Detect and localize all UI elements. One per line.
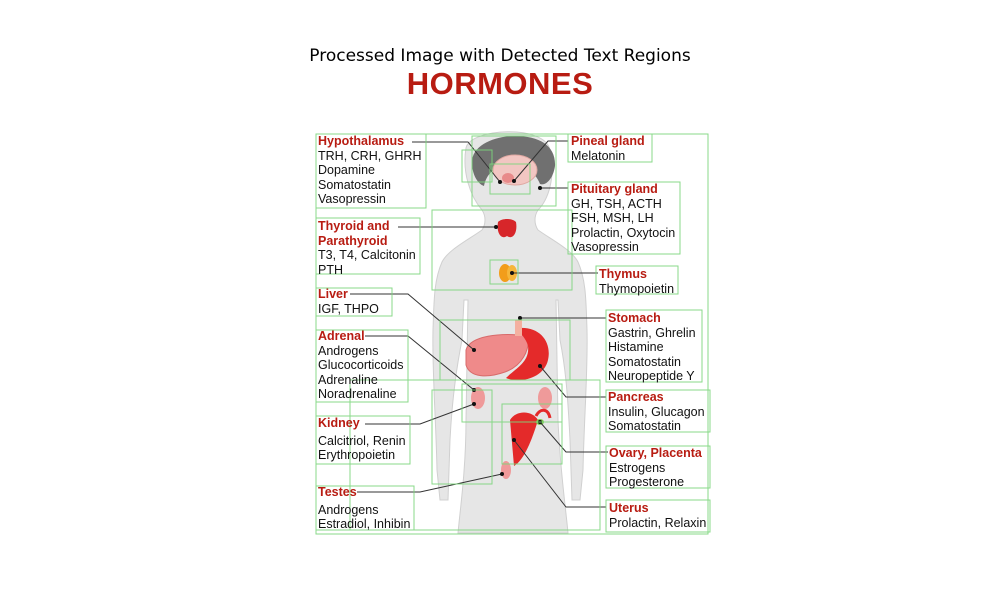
- label-pancreas-item: Insulin, Glucagon: [608, 404, 705, 419]
- label-hypothalamus-item: TRH, CRH, GHRH: [318, 148, 422, 163]
- label-stomach-item: Histamine: [608, 340, 664, 354]
- label-thymus-name: Thymus: [599, 267, 647, 281]
- label-adrenal: Adrenal Androgens Glucocorticoids Adrena…: [318, 329, 403, 402]
- label-uterus-item: Prolactin, Relaxin: [609, 515, 707, 530]
- label-thymus: Thymus Thymopoietin: [599, 267, 674, 296]
- label-stomach: Stomach Gastrin, Ghrelin Histamine Somat…: [608, 311, 696, 384]
- label-thyroid: Thyroid and Parathyroid T3, T4, Calciton…: [318, 219, 416, 277]
- label-adrenal-name: Adrenal: [318, 329, 365, 343]
- label-liver-name: Liver: [318, 287, 348, 301]
- label-pineal-name: Pineal gland: [571, 134, 645, 148]
- label-pancreas: Pancreas Insulin, Glucagon Somatostatin: [608, 390, 705, 434]
- stomach-organ: [506, 320, 549, 381]
- label-thyroid-name: Thyroid and: [318, 219, 390, 233]
- label-adrenal-item: Noradrenaline: [318, 387, 397, 401]
- label-stomach-item: Neuropeptide Y: [608, 369, 695, 383]
- label-testes-name: Testes: [318, 485, 357, 499]
- label-pituitary-item: FSH, MSH, LH: [571, 211, 654, 225]
- label-pituitary-item: Vasopressin: [571, 240, 639, 254]
- label-kidney: Kidney Calcitriol, Renin Erythropoietin: [318, 416, 406, 463]
- label-pancreas-name: Pancreas: [608, 390, 664, 404]
- label-liver-item: IGF, THPO: [318, 301, 379, 316]
- label-hypothalamus-item: Vasopressin: [318, 192, 386, 206]
- label-pituitary-item: Prolactin, Oxytocin: [571, 225, 676, 240]
- label-uterus-name: Uterus: [609, 501, 649, 515]
- label-pituitary-item: GH, TSH, ACTH: [571, 196, 662, 211]
- page-title: HORMONES: [406, 66, 594, 101]
- label-pituitary-name: Pituitary gland: [571, 182, 658, 196]
- label-stomach-name: Stomach: [608, 311, 661, 325]
- label-ovary-item: Estrogens: [609, 460, 666, 475]
- label-liver: Liver IGF, THPO: [318, 287, 379, 316]
- label-ovary-name: Ovary, Placenta: [609, 446, 702, 460]
- label-ovary: Ovary, Placenta Estrogens Progesterone: [609, 446, 702, 490]
- label-stomach-item: Somatostatin: [608, 354, 681, 369]
- label-ovary-item: Progesterone: [609, 475, 685, 489]
- label-pituitary: Pituitary gland GH, TSH, ACTH FSH, MSH, …: [571, 182, 675, 255]
- brain: [471, 136, 556, 186]
- label-testes-item: Androgens: [318, 502, 379, 517]
- label-kidney-item: Calcitriol, Renin: [318, 433, 406, 448]
- label-pineal: Pineal gland Melatonin: [571, 134, 645, 163]
- label-testes: Testes Androgens Estradiol, Inhibin: [318, 485, 410, 532]
- leader-dots: [472, 179, 542, 476]
- label-thyroid-item: T3, T4, Calcitonin: [318, 248, 416, 262]
- label-pineal-item: Melatonin: [571, 148, 626, 163]
- label-thymus-item: Thymopoietin: [599, 281, 675, 296]
- label-hypothalamus-name: Hypothalamus: [318, 134, 405, 148]
- label-uterus: Uterus Prolactin, Relaxin: [609, 501, 706, 530]
- label-testes-item: Estradiol, Inhibin: [318, 517, 411, 531]
- label-hypothalamus-item: Dopamine: [318, 163, 375, 177]
- label-pancreas-item: Somatostatin: [608, 419, 681, 433]
- label-hypothalamus: Hypothalamus TRH, CRH, GHRH Dopamine Som…: [318, 134, 421, 207]
- label-adrenal-item: Adrenaline: [318, 372, 378, 387]
- label-kidney-item: Erythropoietin: [318, 448, 396, 462]
- figure-caption: Processed Image with Detected Text Regio…: [309, 46, 691, 66]
- label-hypothalamus-item: Somatostatin: [318, 177, 391, 192]
- label-thyroid-item: PTH: [318, 262, 343, 277]
- label-adrenal-item: Androgens: [318, 343, 379, 358]
- label-adrenal-item: Glucocorticoids: [318, 358, 404, 372]
- body-silhouette: [432, 131, 588, 534]
- detected-region-boxes: [315, 133, 711, 535]
- label-kidney-name: Kidney: [318, 416, 360, 430]
- label-stomach-item: Gastrin, Ghrelin: [608, 325, 696, 340]
- thyroid-organ: [497, 219, 517, 238]
- label-thyroid-name2: Parathyroid: [318, 233, 388, 248]
- liver-organ: [465, 334, 529, 377]
